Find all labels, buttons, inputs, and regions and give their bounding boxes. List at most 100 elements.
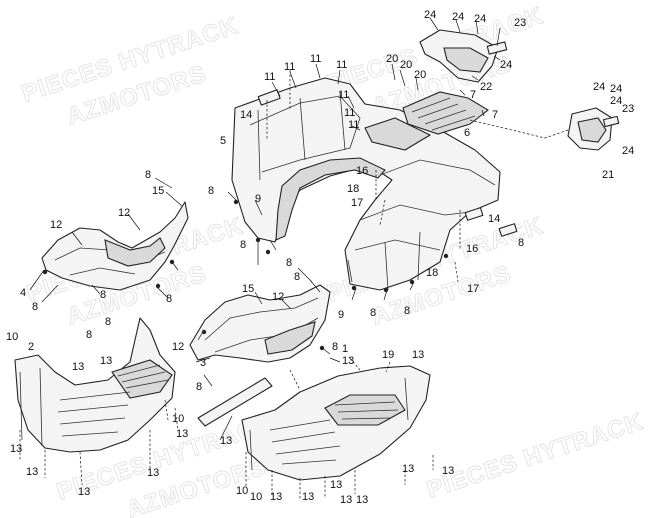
bolt-marker [383,287,389,293]
callout-number-rear-fender: 7 [470,89,476,101]
front-fender-bottom-leaders [227,191,277,265]
callout-number-left-side-panel: 4 [20,287,26,299]
bolt-marker [233,199,239,205]
bracket-14-side [464,207,484,221]
left-panel-leaders [29,177,183,303]
left-side-panel-part [41,201,189,291]
bolt-marker [319,345,325,351]
callout-number-front-fender: 11 [336,59,347,71]
callout-number-rear-fender: 16 [466,243,478,255]
bolt-marker [265,249,271,255]
callout-number-left-footrest: 13 [72,361,84,373]
top-reflector-clip [486,41,508,55]
callout-number-rear-fender: 8 [370,307,376,319]
callout-number-rear-fender: 14 [488,213,500,225]
leader-lines [19,17,569,500]
right-footrest-part [241,365,431,481]
callout-number-front-fender: 11 [348,119,359,131]
callout-number-left-footrest: 13 [220,435,232,447]
callout-number-left-footrest: 13 [412,349,424,361]
callout-number-right-side-panel: 15 [242,283,254,295]
callout-number-front-fender: 8 [208,185,214,197]
top-reflector-part [419,29,508,83]
right-footrest-grid [269,419,341,465]
bracket-14-right [498,223,518,237]
bolt-marker [155,283,161,289]
rear-reflector-clip [602,115,620,128]
bolt-marker [42,269,48,275]
callout-number-top-reflector: 24 [500,59,512,71]
callout-number-left-footrest: 10 [172,413,184,425]
callout-number-right-footrest: 10 [250,491,262,503]
callout-number-front-fender: 11 [344,107,355,119]
callout-number-front-fender: 8 [518,237,524,249]
callout-number-rear-fender: 7 [492,109,498,121]
reflector-axis-line [469,119,569,139]
callout-number-rear-fender: 20 [400,59,412,71]
callout-number-rear-reflector: 24 [622,145,634,157]
callout-number-top-reflector: 22 [480,81,492,93]
callout-number-front-fender: 17 [351,197,363,209]
watermark-text-line1: PIECES HYTRACK [424,408,647,504]
callout-number-left-footrest: 13 [147,467,159,479]
rear-fender-side-leaders [454,210,461,283]
bolt-marker [201,329,207,335]
callout-number-left-side-panel: 12 [50,219,62,231]
callout-number-right-side-panel: 12 [272,291,284,303]
right-side-panel-vent [264,321,316,355]
callout-number-rear-reflector: 24 [593,81,605,93]
front-fender-ribs [257,91,346,181]
callout-number-rear-reflector: 24 [610,83,622,95]
fastener-markers [42,199,449,351]
callout-number-rear-reflector: 23 [622,103,634,115]
callout-number-rear-fender: 18 [426,267,438,279]
callout-number-right-side-panel: 8 [86,329,92,341]
left-footrest-edge-lines [19,367,43,447]
callout-number-right-footrest: 13 [342,355,354,367]
right-panel-leaders [195,267,341,387]
callout-number-right-footrest: 13 [402,463,414,475]
callout-number-front-fender: 16 [356,165,368,177]
callout-number-top-reflector: 24 [452,11,464,23]
callout-number-front-fender: 11 [264,71,275,83]
rear-rack-cover-body [402,91,489,135]
rear-reflector-lens [577,117,607,143]
callout-number-left-footrest: 13 [26,466,38,478]
callout-number-rear-fender: 8 [145,169,151,181]
callout-number-front-fender: 14 [240,109,252,121]
bolt-marker [169,259,175,265]
left-footrest-tread-lines [117,364,169,389]
left-footrest-grid [57,391,131,437]
callout-number-right-footrest: 13 [442,465,454,477]
callout-number-left-footrest: 10 [6,331,18,343]
top-reflector-lens [443,47,489,73]
right-footrest-edge-lines [249,377,409,471]
callout-number-rear-reflector: 24 [610,95,622,107]
skid-strip-body [197,377,273,427]
callout-number-right-side-panel: 8 [196,381,202,393]
callout-number-right-footrest: 13 [330,479,342,491]
callout-number-left-side-panel: 8 [100,289,106,301]
storage-recess [364,117,432,151]
callout-number-right-side-panel: 8 [332,341,338,353]
bolt-marker [443,253,449,259]
skid-strip-leader [219,415,233,441]
callout-number-right-side-panel: 8 [105,316,111,328]
callout-number-left-footrest: 13 [100,355,112,367]
front-fender-inner-arch [275,157,386,241]
right-side-panel-part [189,284,331,363]
callout-number-rear-fender: 17 [467,283,479,295]
callout-number-front-fender: 11 [310,53,321,65]
rear-fender-ridges [354,159,496,251]
callout-number-left-footrest: 13 [176,428,188,440]
callout-number-rear-fender: 6 [464,127,470,139]
bolt-marker [351,285,357,291]
right-footrest-leaders [245,357,434,500]
callout-number-skid-strip: 19 [382,349,394,361]
callout-number-rear-fender: 20 [414,69,426,81]
top-reflector-leaders [429,17,501,81]
right-footrest-tread-lines [334,401,399,420]
callout-number-rear-fender: 8 [404,305,410,317]
